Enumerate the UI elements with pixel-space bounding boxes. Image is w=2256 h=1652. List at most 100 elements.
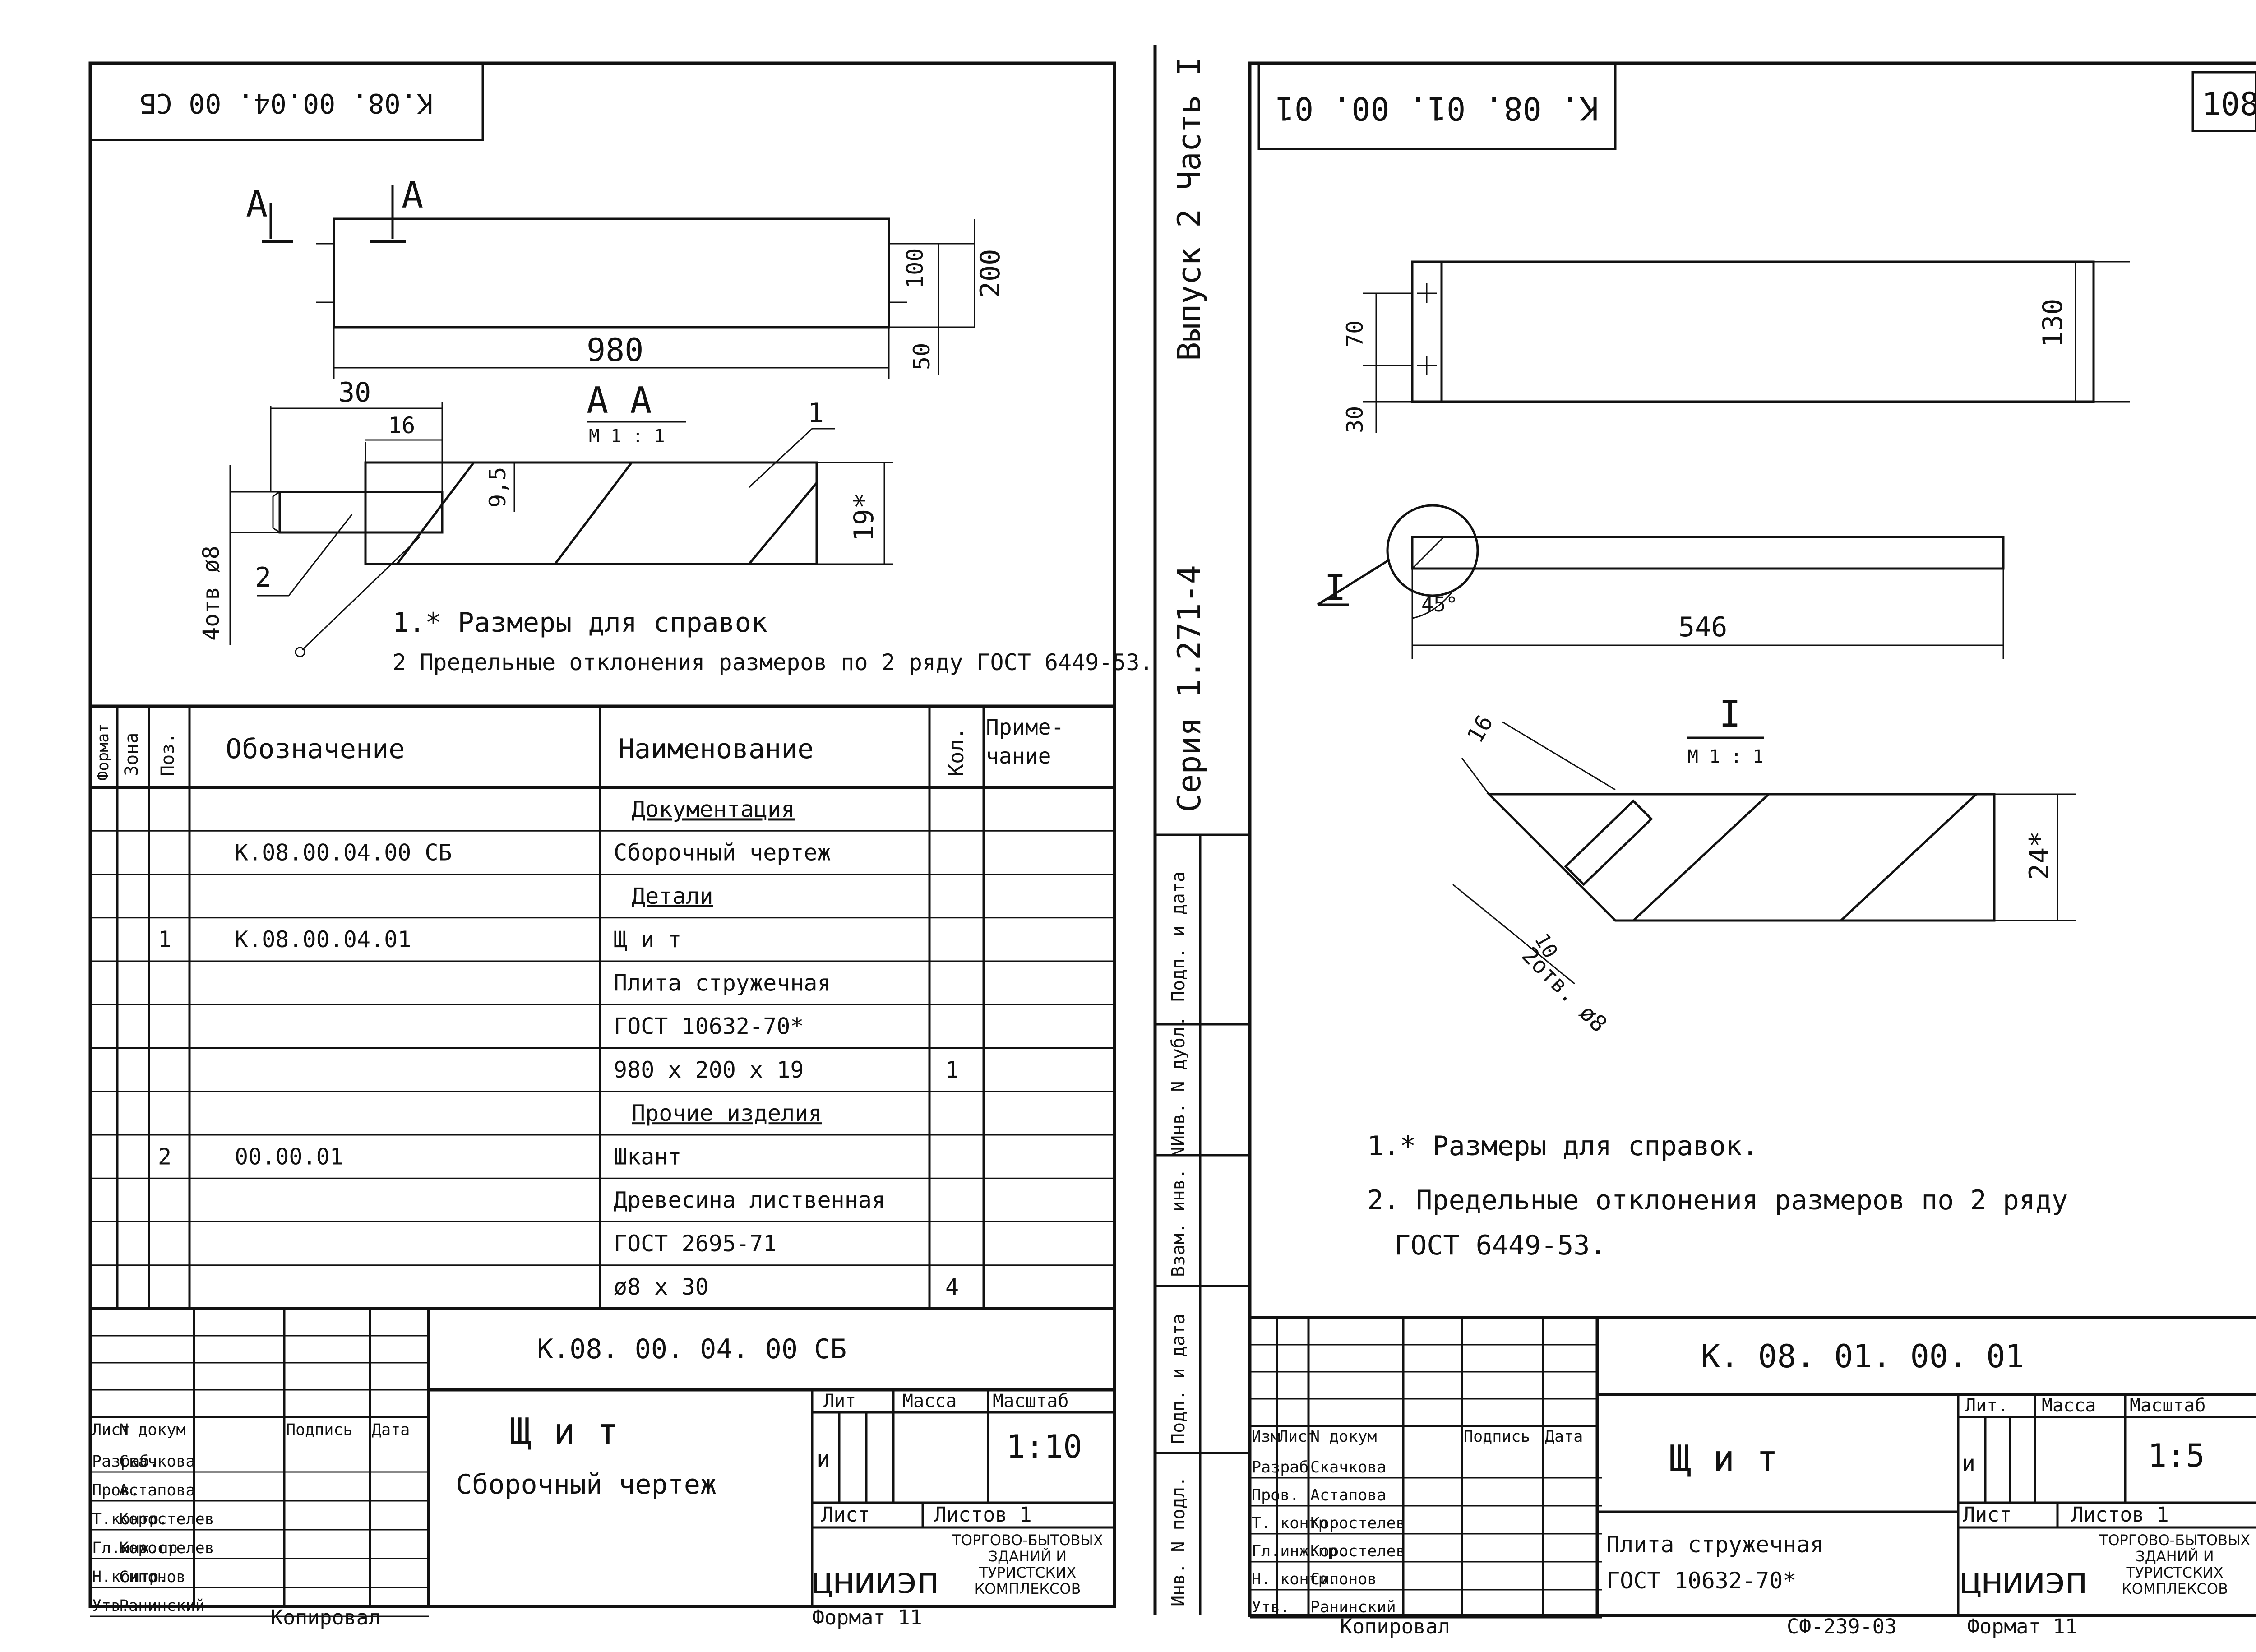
sig-role: Пров. bbox=[1252, 1486, 1299, 1504]
spec-row-name: Сборочный чертеж bbox=[614, 840, 831, 866]
right-tb-scale-label: Масштаб bbox=[2130, 1395, 2206, 1416]
sig-name: Коростелев bbox=[1310, 1542, 1405, 1560]
spec-row-name: Прочие изделия bbox=[632, 1100, 822, 1126]
right-tb-copied: Копировал bbox=[1340, 1615, 1450, 1638]
spec-header-pos: Поз. bbox=[157, 733, 178, 776]
side-label-3: Подп. и дата bbox=[1168, 1314, 1189, 1444]
sig-role: Разраб. bbox=[1252, 1458, 1318, 1476]
spec-row-qty: 4 bbox=[945, 1274, 959, 1300]
right-tb-lit-label: Лит. bbox=[1965, 1395, 2008, 1416]
sig-header: Дата bbox=[372, 1421, 410, 1439]
spec-row-name: Плита стружечная bbox=[614, 970, 831, 996]
left-tb-copied: Копировал bbox=[271, 1606, 381, 1629]
sig-header: Дата bbox=[1545, 1428, 1583, 1446]
sig-name: Сипонов bbox=[1310, 1570, 1377, 1588]
sig-header: Лист bbox=[92, 1421, 130, 1439]
side-series: Серия 1.271-4 bbox=[1171, 565, 1208, 812]
left-top-code: K.08. 00.04. 00 CБ bbox=[140, 87, 433, 119]
dim-length-980: 980 bbox=[587, 332, 643, 369]
left-tb-mass-label: Масса bbox=[902, 1391, 957, 1411]
spec-header-qty: Кол. bbox=[944, 727, 968, 776]
sig-header: Подпись bbox=[286, 1421, 353, 1439]
right-tb-material-2: ГОСТ 10632-70* bbox=[1606, 1568, 1796, 1594]
spec-row-name: ГОСТ 10632-70* bbox=[614, 1013, 804, 1040]
spec-header-note: Приме- чание bbox=[986, 715, 1064, 769]
spec-row-designation: 00.00.01 bbox=[235, 1143, 343, 1170]
spec-row-name: ГОСТ 2695-71 bbox=[614, 1231, 777, 1257]
section-mark-left: A bbox=[246, 183, 268, 225]
dim-height-200: 200 bbox=[975, 249, 1006, 298]
dim-130: 130 bbox=[2037, 299, 2069, 347]
left-sheet-frame bbox=[88, 61, 1116, 1608]
right-tb-lit-value: и bbox=[1962, 1450, 1975, 1476]
spec-row-name: Щ и т bbox=[614, 926, 682, 953]
section-aa-scale: M 1 : 1 bbox=[589, 426, 665, 447]
left-tb-org-text: Торгово-бытовых зданий и туристских комп… bbox=[952, 1532, 1103, 1597]
sig-header: N докум bbox=[1310, 1428, 1377, 1446]
side-issue: Выпуск 2 Часть I bbox=[1171, 57, 1208, 361]
left-top-view: A A 980 100 200 50 bbox=[246, 174, 1006, 379]
right-sheet: Подп. и дата Инв. N дубл. Взам. инв. N П… bbox=[1153, 45, 2256, 1638]
left-section-aa: A A M 1 : 1 30 16 9,5 1 bbox=[198, 377, 893, 657]
right-tb-mass-label: Масса bbox=[2042, 1395, 2096, 1416]
right-note-1: 1.* Размеры для справок. bbox=[1367, 1130, 1758, 1162]
right-tb-org-text: Торгово-бытовых зданий и туристских комп… bbox=[2099, 1532, 2251, 1597]
sig-role: Разраб. bbox=[92, 1453, 159, 1471]
sig-role: Н.контр. bbox=[92, 1568, 168, 1586]
dim-height-100: 100 bbox=[902, 248, 928, 289]
callout-1: 1 bbox=[808, 397, 824, 429]
spec-row-qty: 1 bbox=[945, 1057, 959, 1083]
spec-row-name: Шкант bbox=[614, 1143, 682, 1170]
dim-holes-detail: 2отв. ø8 bbox=[1517, 942, 1612, 1037]
right-front-view: 546 45° I bbox=[1317, 504, 2005, 659]
sheet-number: 108 bbox=[2202, 86, 2256, 123]
side-label-0: Подп. и дата bbox=[1168, 871, 1189, 1002]
right-top-view: 70 30 130 bbox=[1342, 260, 2130, 433]
right-note-3: ГОСТ 6449-53. bbox=[1394, 1230, 1606, 1261]
sig-name: Скачкова bbox=[1310, 1458, 1387, 1476]
side-label-1: Инв. N дубл. bbox=[1168, 1016, 1189, 1146]
right-top-code-box bbox=[1257, 62, 1617, 150]
sig-role: Утв. bbox=[1252, 1598, 1290, 1616]
left-tb-scale-label: Масштаб bbox=[993, 1391, 1069, 1411]
dim-16: 16 bbox=[388, 412, 415, 439]
sig-role: Гл.инж.пр bbox=[92, 1539, 178, 1557]
sig-role: Т.контр. bbox=[92, 1510, 168, 1528]
left-tb-scale-value: 1:10 bbox=[1006, 1428, 1082, 1465]
right-tb-sheet-label: Лист bbox=[1963, 1503, 2011, 1527]
section-mark-right: A bbox=[402, 174, 423, 216]
spec-header-format: Формат bbox=[94, 724, 112, 781]
sig-header: Подпись bbox=[1464, 1428, 1530, 1446]
dim-height-50: 50 bbox=[909, 343, 935, 370]
right-note-2: 2. Предельные отклонения размеров по 2 р… bbox=[1367, 1185, 2068, 1216]
left-tb-sheets-label: Листов 1 bbox=[934, 1503, 1032, 1527]
spec-row-pos: 1 bbox=[158, 926, 171, 953]
dim-holes: 4отв ø8 bbox=[198, 546, 224, 641]
right-top-code: K. 08. 01. 00. 01 bbox=[1276, 90, 1599, 127]
dim-9-5: 9,5 bbox=[485, 467, 511, 508]
sig-name: Ранинский bbox=[1310, 1598, 1396, 1616]
spec-table: Формат Зона Поз. Обозначение Наименовани… bbox=[90, 704, 1114, 1310]
left-tb-code: K.08. 00. 04. 00 CБ bbox=[537, 1333, 846, 1365]
right-tb-scale-value: 1:5 bbox=[2148, 1437, 2205, 1474]
left-tb-name-1: Щ и т bbox=[510, 1411, 619, 1453]
left-title-block: K.08. 00. 04. 00 CБ Щ и т Сборочный черт… bbox=[90, 1307, 1114, 1629]
left-sheet: K.08. 00.04. 00 CБ A A 980 100 bbox=[88, 61, 1153, 1629]
spec-row-name: Документация bbox=[632, 796, 795, 822]
view-mark-i: I bbox=[1324, 567, 1346, 609]
sig-role: Пров. bbox=[92, 1481, 139, 1499]
left-top-code-box bbox=[89, 62, 484, 141]
spec-row-designation: K.08.00.04.01 bbox=[235, 926, 411, 953]
spec-row-name: Детали bbox=[632, 883, 713, 909]
spec-header-designation: Обозначение bbox=[226, 733, 405, 765]
left-tb-sheet-label: Лист bbox=[821, 1503, 870, 1527]
sig-role: Гл.инж.пр. bbox=[1252, 1542, 1347, 1560]
sig-header: Лист bbox=[1279, 1428, 1317, 1446]
detail-circle-i bbox=[1386, 504, 1479, 597]
spec-row-name: ø8 x 30 bbox=[614, 1274, 709, 1300]
dim-19: 19* bbox=[848, 493, 880, 541]
